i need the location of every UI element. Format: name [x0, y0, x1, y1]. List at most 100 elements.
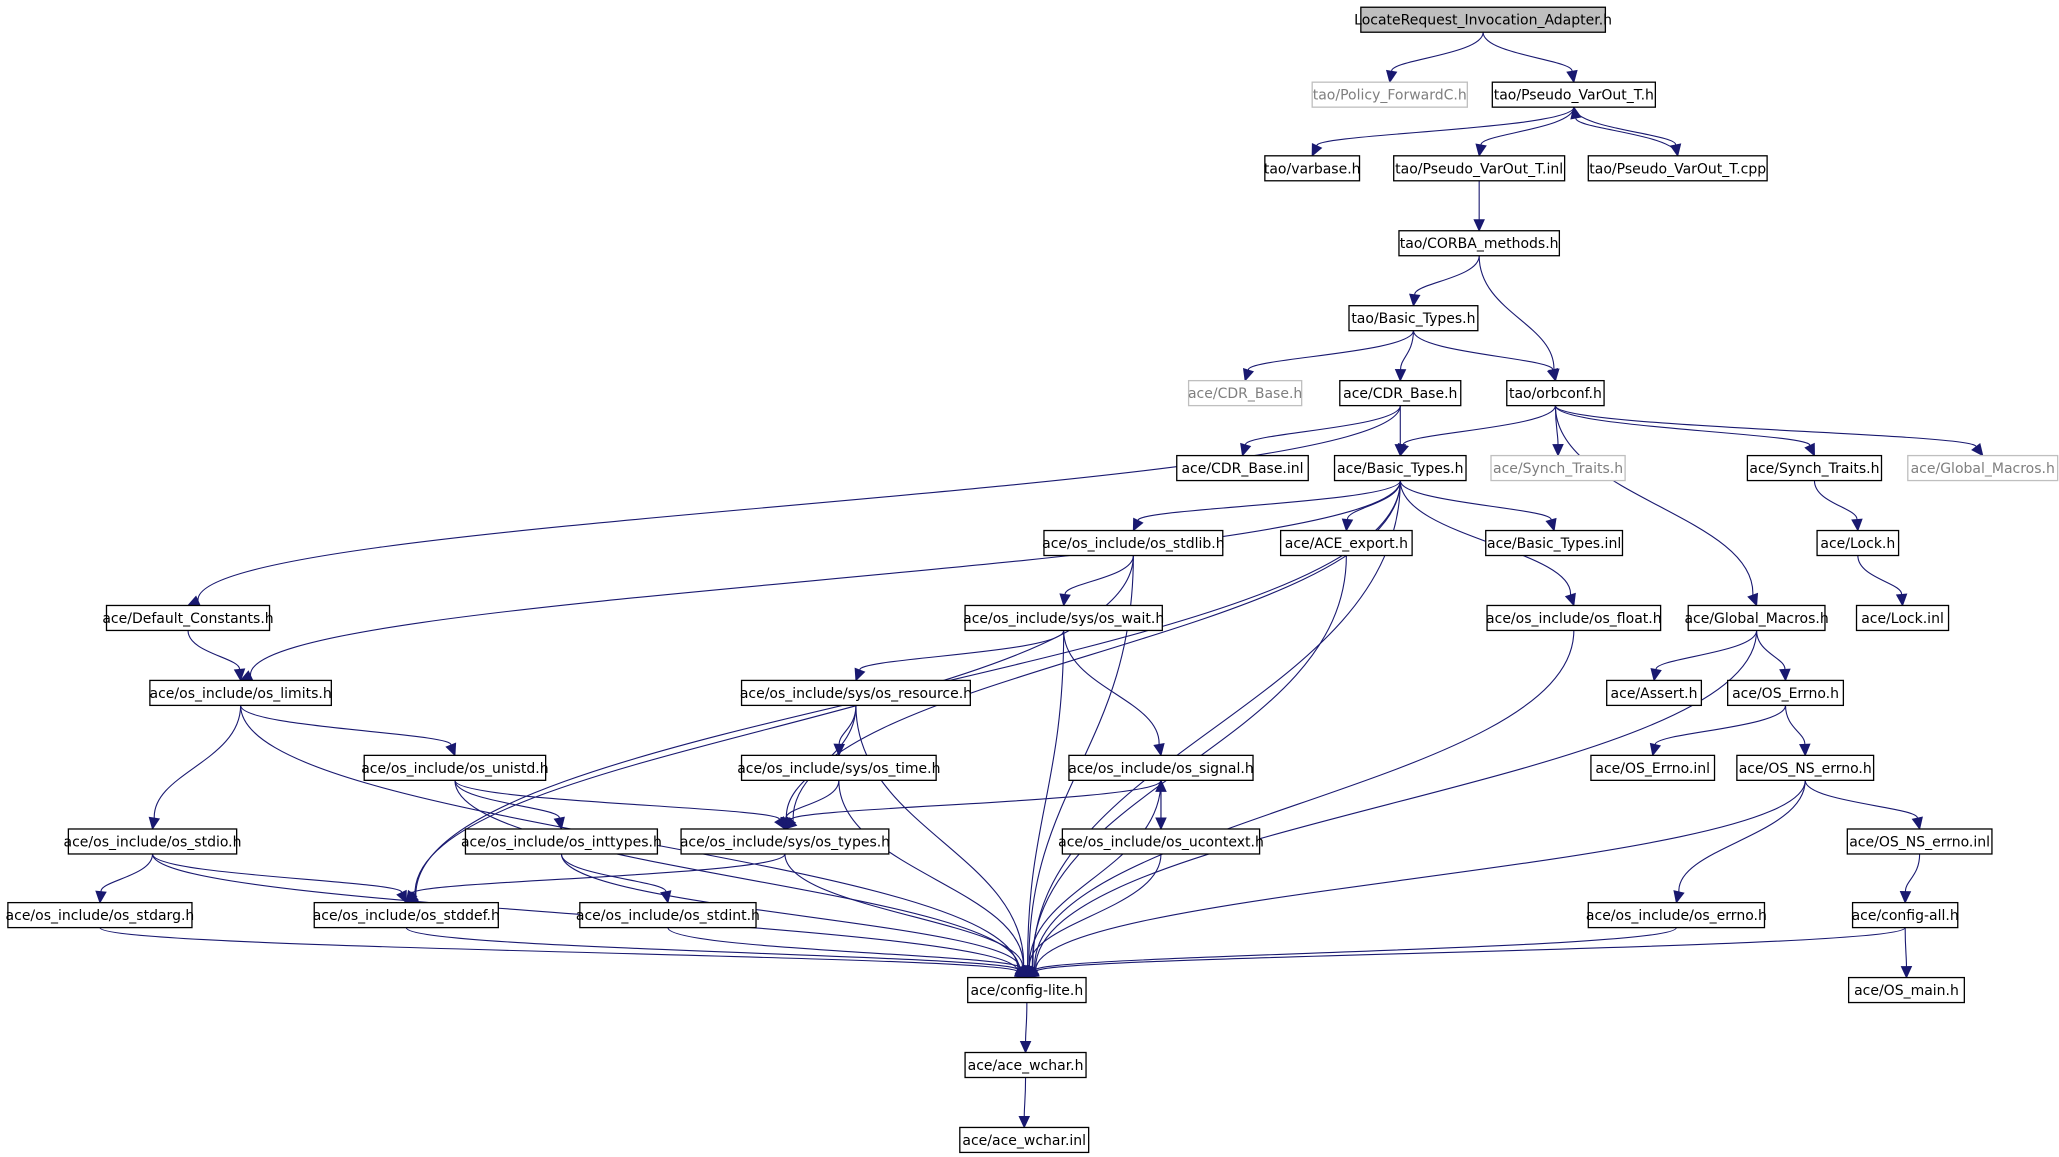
- node-n37[interactable]: ace/os_include/os_ucontext.h: [1058, 828, 1264, 855]
- node-n8[interactable]: ace/CDR_Base.h: [1187, 379, 1303, 407]
- node-box[interactable]: [1486, 604, 1662, 632]
- node-n22[interactable]: ace/os_include/os_float.h: [1486, 604, 1662, 632]
- node-box[interactable]: [1587, 901, 1766, 929]
- node-box[interactable]: [1727, 679, 1845, 707]
- node-n27[interactable]: ace/Assert.h: [1606, 679, 1703, 707]
- node-n38[interactable]: ace/OS_NS_errno.inl: [1846, 828, 1993, 855]
- node-n20[interactable]: ace/Default_Constants.h: [102, 604, 274, 632]
- node-n16[interactable]: ace/os_include/os_stdlib.h: [1042, 529, 1225, 557]
- node-n36[interactable]: ace/os_include/sys/os_types.h: [680, 828, 890, 855]
- node-n25[interactable]: ace/os_include/os_limits.h: [149, 679, 332, 707]
- node-box[interactable]: [1816, 529, 1900, 557]
- node-box[interactable]: [1590, 754, 1716, 781]
- node-box[interactable]: [1687, 604, 1826, 632]
- node-n23[interactable]: ace/Global_Macros.h: [1684, 604, 1829, 632]
- node-n26[interactable]: ace/os_include/sys/os_resource.h: [740, 679, 972, 707]
- node-box[interactable]: [1279, 529, 1413, 557]
- node-box[interactable]: [1587, 155, 1768, 182]
- node-n2[interactable]: tao/Pseudo_VarOut_T.h: [1491, 81, 1657, 108]
- node-n30[interactable]: ace/os_include/sys/os_time.h: [737, 754, 941, 781]
- node-box[interactable]: [1398, 230, 1561, 257]
- node-n34[interactable]: ace/os_include/os_stdio.h: [64, 828, 242, 855]
- node-box[interactable]: [1348, 305, 1479, 332]
- arrowhead: [1570, 105, 1582, 120]
- node-n42[interactable]: ace/os_include/os_errno.h: [1586, 901, 1767, 929]
- node-box[interactable]: [740, 679, 971, 707]
- node-box[interactable]: [1187, 379, 1303, 407]
- node-box[interactable]: [464, 828, 659, 855]
- node-box[interactable]: [1043, 529, 1224, 557]
- node-box[interactable]: [1176, 454, 1309, 482]
- node-box[interactable]: [959, 1126, 1090, 1154]
- node-n5[interactable]: tao/Pseudo_VarOut_T.cpp: [1587, 155, 1768, 182]
- node-box[interactable]: [740, 754, 937, 781]
- node-n3[interactable]: tao/varbase.h: [1264, 155, 1361, 182]
- node-box[interactable]: [967, 976, 1087, 1004]
- node-box[interactable]: [680, 828, 890, 855]
- node-box[interactable]: [1606, 679, 1703, 707]
- node-label: ace/os_include/os_limits.h: [150, 686, 332, 702]
- node-box[interactable]: [1360, 6, 1607, 33]
- node-box[interactable]: [67, 828, 238, 855]
- node-box[interactable]: [149, 679, 332, 707]
- node-box[interactable]: [1339, 379, 1462, 407]
- node-n39[interactable]: ace/os_include/os_stdarg.h: [6, 901, 195, 929]
- node-box[interactable]: [964, 1051, 1087, 1079]
- node-box[interactable]: [1506, 379, 1605, 407]
- node-box[interactable]: [1333, 454, 1467, 482]
- node-n43[interactable]: ace/config-all.h: [1851, 901, 1959, 929]
- node-n15[interactable]: ace/Global_Macros.h: [1907, 454, 2059, 482]
- node-box[interactable]: [1393, 155, 1566, 182]
- node-n41[interactable]: ace/os_include/os_stdint.h: [576, 901, 760, 929]
- node-n47[interactable]: ace/ace_wchar.inl: [959, 1126, 1090, 1154]
- node-n17[interactable]: ace/ACE_export.h: [1279, 529, 1413, 557]
- node-n12[interactable]: ace/Basic_Types.h: [1333, 454, 1467, 482]
- node-box[interactable]: [105, 604, 271, 632]
- node-n10[interactable]: tao/orbconf.h: [1506, 379, 1605, 407]
- node-n1[interactable]: tao/Policy_ForwardC.h: [1311, 81, 1468, 108]
- node-box[interactable]: [964, 604, 1163, 632]
- node-n4[interactable]: tao/Pseudo_VarOut_T.inl: [1393, 155, 1566, 182]
- node-n0[interactable]: LocateRequest_Invocation_Adapter.h: [1354, 6, 1612, 33]
- node-n9[interactable]: ace/CDR_Base.h: [1339, 379, 1462, 407]
- node-n21[interactable]: ace/os_include/sys/os_wait.h: [963, 604, 1164, 632]
- node-n29[interactable]: ace/os_include/os_unistd.h: [361, 754, 549, 781]
- node-box[interactable]: [1068, 754, 1254, 781]
- node-box[interactable]: [7, 901, 193, 929]
- node-box[interactable]: [1264, 155, 1361, 182]
- node-n35[interactable]: ace/os_include/os_inttypes.h: [461, 828, 662, 855]
- node-n14[interactable]: ace/Synch_Traits.h: [1746, 454, 1883, 482]
- node-box[interactable]: [1736, 754, 1875, 781]
- node-n46[interactable]: ace/ace_wchar.h: [964, 1051, 1087, 1079]
- node-n19[interactable]: ace/Lock.h: [1816, 529, 1900, 557]
- node-box[interactable]: [1490, 454, 1626, 482]
- node-n6[interactable]: tao/CORBA_methods.h: [1398, 230, 1561, 257]
- edge-n37-n44: [1023, 853, 1162, 979]
- node-box[interactable]: [1485, 529, 1624, 557]
- node-box[interactable]: [1851, 901, 1959, 929]
- node-n44[interactable]: ace/config-lite.h: [967, 976, 1087, 1004]
- node-box[interactable]: [363, 754, 547, 781]
- node-n45[interactable]: ace/OS_main.h: [1847, 976, 1965, 1004]
- node-box[interactable]: [1907, 454, 2059, 482]
- node-box[interactable]: [1846, 828, 1993, 855]
- node-box[interactable]: [1311, 81, 1468, 108]
- node-box[interactable]: [313, 901, 499, 929]
- node-n32[interactable]: ace/OS_Errno.inl: [1590, 754, 1716, 781]
- node-n31[interactable]: ace/os_include/os_signal.h: [1068, 754, 1254, 781]
- node-box[interactable]: [579, 901, 757, 929]
- node-box[interactable]: [1491, 81, 1657, 108]
- node-box[interactable]: [1746, 454, 1883, 482]
- node-n28[interactable]: ace/OS_Errno.h: [1727, 679, 1845, 707]
- node-box[interactable]: [1061, 828, 1261, 855]
- node-n11[interactable]: ace/CDR_Base.inl: [1176, 454, 1309, 482]
- node-n40[interactable]: ace/os_include/os_stddef.h: [313, 901, 500, 929]
- node-n13[interactable]: ace/Synch_Traits.h: [1490, 454, 1626, 482]
- node-n33[interactable]: ace/OS_NS_errno.h: [1736, 754, 1875, 781]
- node-n18[interactable]: ace/Basic_Types.inl: [1485, 529, 1624, 557]
- node-n7[interactable]: tao/Basic_Types.h: [1348, 305, 1479, 332]
- edge-n43-n44: [1025, 927, 1906, 979]
- node-n24[interactable]: ace/Lock.inl: [1855, 604, 1950, 632]
- node-box[interactable]: [1855, 604, 1950, 632]
- node-box[interactable]: [1847, 976, 1965, 1004]
